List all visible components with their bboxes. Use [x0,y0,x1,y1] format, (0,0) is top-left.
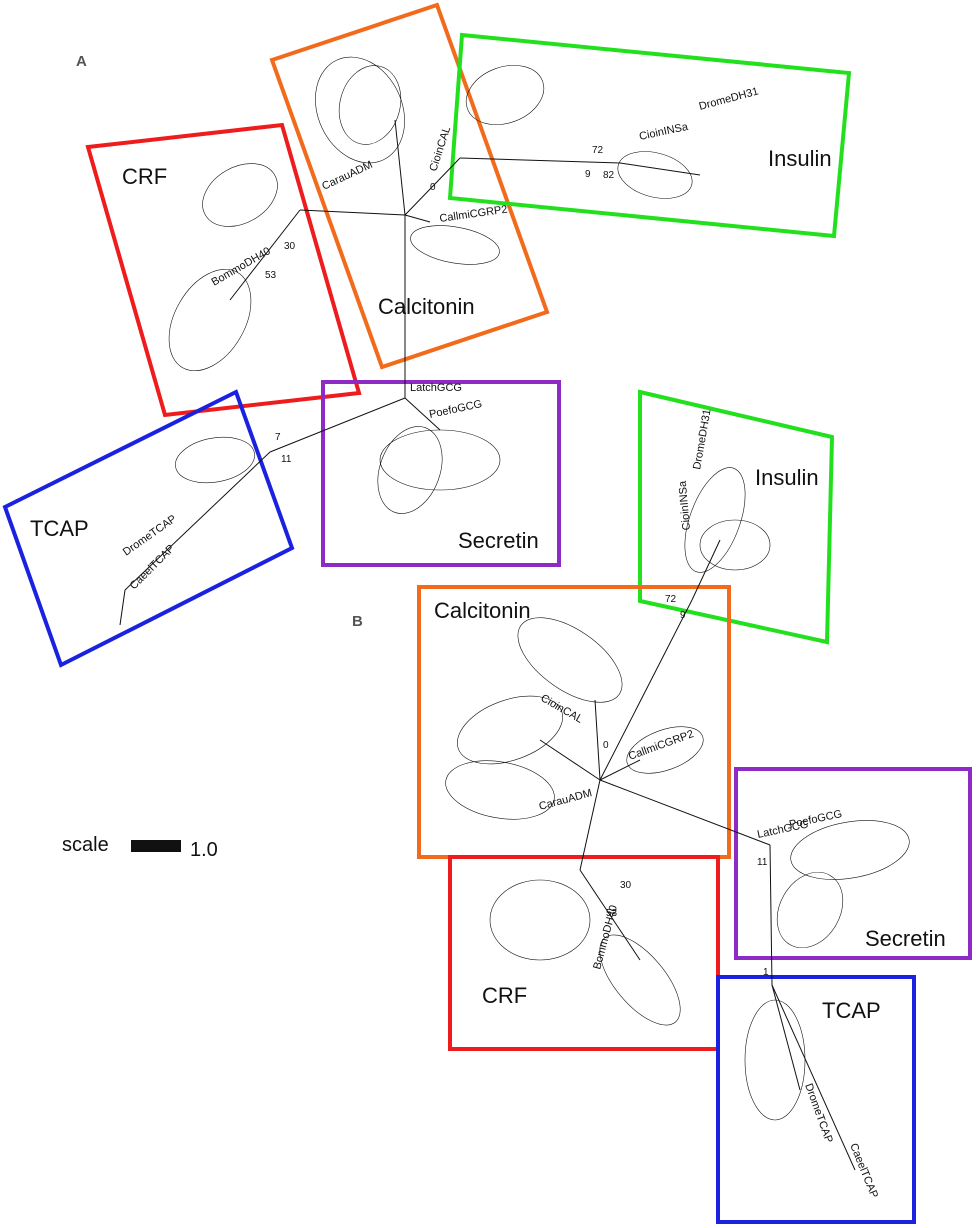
panel-a-node-30: 30 [284,241,296,252]
scale-label: scale [62,834,109,856]
panel-b-insulin-label: Insulin [755,465,819,490]
panel-a-leaf-bommodh40: BommoDH40 [210,245,273,288]
panel-b-leaf-caeeltcap: CaeelTCAP [847,1142,880,1200]
panel-a-secretin-box [321,380,561,567]
panel-a-calcitonin-label: Calcitonin [378,294,475,319]
panel-a-leaf-dromedh31: DromeDH31 [698,85,760,112]
panel-a-calcitonin-box [269,2,550,370]
panel-b-node-0: 0 [603,740,609,751]
panel-a-node-9: 9 [585,169,591,180]
scale-value: 1.0 [190,839,218,861]
panel-a-crf-box [85,122,362,418]
panel-b-label: B [352,613,363,630]
panel-b: B [352,389,972,1224]
panel-a: A [2,2,852,668]
panel-b-crf-label: CRF [482,983,527,1008]
panel-a-insulin-label: Insulin [768,146,832,171]
scale-bar-mark [131,840,181,852]
panel-a-leaf-cioincal: CioinCAL [427,125,453,173]
panel-a-tcap-box [2,389,295,668]
panel-a-leaf-cioininsa: CioinINSa [638,121,690,143]
panel-a-leaf-carauadm: CarauADM [320,159,374,193]
panel-a-node-72: 72 [592,145,604,156]
panel-a-label: A [76,53,87,70]
panel-b-leaf-cioininsa: CioinINSa [677,480,693,531]
panel-b-secretin-label: Secretin [865,926,946,951]
panel-b-leaf-dromedh31: DromeDH31 [691,408,713,470]
panel-a-node-0: 0 [430,182,436,193]
panel-b-insulin-box [638,389,835,645]
panel-a-leaf-poefogcg: PoefoGCG [428,398,483,421]
panel-b-tcap-box [716,975,916,1224]
panel-a-leaf-latchgcg: LatchGCG [410,382,462,394]
panel-b-calcitonin-box [417,585,731,859]
panel-b-calcitonin-label: Calcitonin [434,598,531,623]
panel-b-branches [539,539,856,1171]
panel-b-leaf-cioincal: CioinCAL [539,692,585,726]
panel-a-secretin-label: Secretin [458,528,539,553]
panel-a-crf-label: CRF [122,164,167,189]
panel-a-node-11: 11 [281,454,292,465]
panel-a-leaf-clusters [168,56,693,514]
panel-a-insulin-box [447,32,852,239]
panel-a-leaf-callmicgrp2: CallmiCGRP2 [439,204,508,225]
scale-bar: scale 1.0 [62,834,218,861]
panel-b-leaf-poefogcg: PoefoGCG [788,808,843,831]
panel-b-secretin-box [734,767,972,960]
panel-b-leaf-clusters [445,467,910,1121]
panel-b-node-1: 1 [763,967,769,978]
panel-a-tcap-label: TCAP [30,516,89,541]
panel-b-node-9: 9 [680,610,686,621]
panel-b-leaf-carauadm: CarauADM [538,787,594,813]
panel-a-node-53: 53 [265,270,277,281]
panel-b-node-11: 11 [757,857,768,868]
panel-b-node-30: 30 [620,880,632,891]
panel-a-node-82: 82 [603,170,615,181]
panel-a-node-7: 7 [275,432,281,443]
panel-b-crf-box [448,855,720,1051]
panel-b-tcap-label: TCAP [822,998,881,1023]
panel-b-leaf-callmicgrp2: CallmiCGRP2 [627,728,695,763]
panel-b-node-72: 72 [665,594,677,605]
panel-b-node-53: 53 [606,908,618,919]
panel-a-branches [119,119,701,626]
